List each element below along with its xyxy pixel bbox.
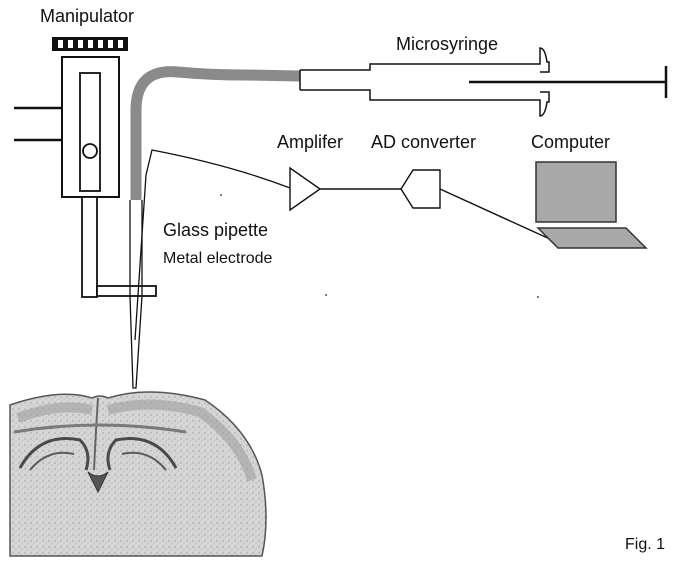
corpus-callosum <box>13 423 187 434</box>
glass-pipette <box>129 200 143 389</box>
metal-electrode-wire <box>134 149 291 341</box>
laptop-screen <box>535 161 617 223</box>
laptop-computer <box>535 161 648 249</box>
brain-section <box>9 391 267 557</box>
ad-to-computer-wire <box>439 188 553 241</box>
brain-outline <box>9 391 267 557</box>
amplifier-symbol <box>289 166 322 212</box>
tubing <box>130 66 301 200</box>
ad-converter-symbol <box>400 169 441 209</box>
figure-caption: Fig. 1 <box>625 536 665 553</box>
ventricle <box>87 471 109 494</box>
manipulator-screw <box>82 143 98 159</box>
label-glass-pipette: Glass pipette <box>163 220 268 240</box>
microsyringe <box>299 47 668 117</box>
brain-cortex-band <box>16 399 257 482</box>
hippocampus-right-inner <box>121 451 167 471</box>
brain-midline <box>93 397 99 471</box>
label-ad-converter: AD converter <box>371 132 476 152</box>
hippocampus-left-inner <box>29 451 75 471</box>
label-manipulator: Manipulator <box>40 6 134 26</box>
label-computer: Computer <box>531 132 610 152</box>
manipulator <box>14 37 157 298</box>
manipulator-knob-ridges <box>58 40 123 48</box>
manipulator-slot <box>79 72 101 192</box>
hippocampus-left <box>18 437 90 471</box>
label-microsyringe: Microsyringe <box>396 34 498 54</box>
pipette-holder-clamp <box>96 285 157 297</box>
label-amplifier: Amplifer <box>277 132 343 152</box>
manipulator-arm <box>81 196 98 298</box>
label-metal-electrode: Metal electrode <box>163 250 272 267</box>
hippocampus-right <box>106 437 178 471</box>
laptop-keyboard <box>536 227 648 249</box>
